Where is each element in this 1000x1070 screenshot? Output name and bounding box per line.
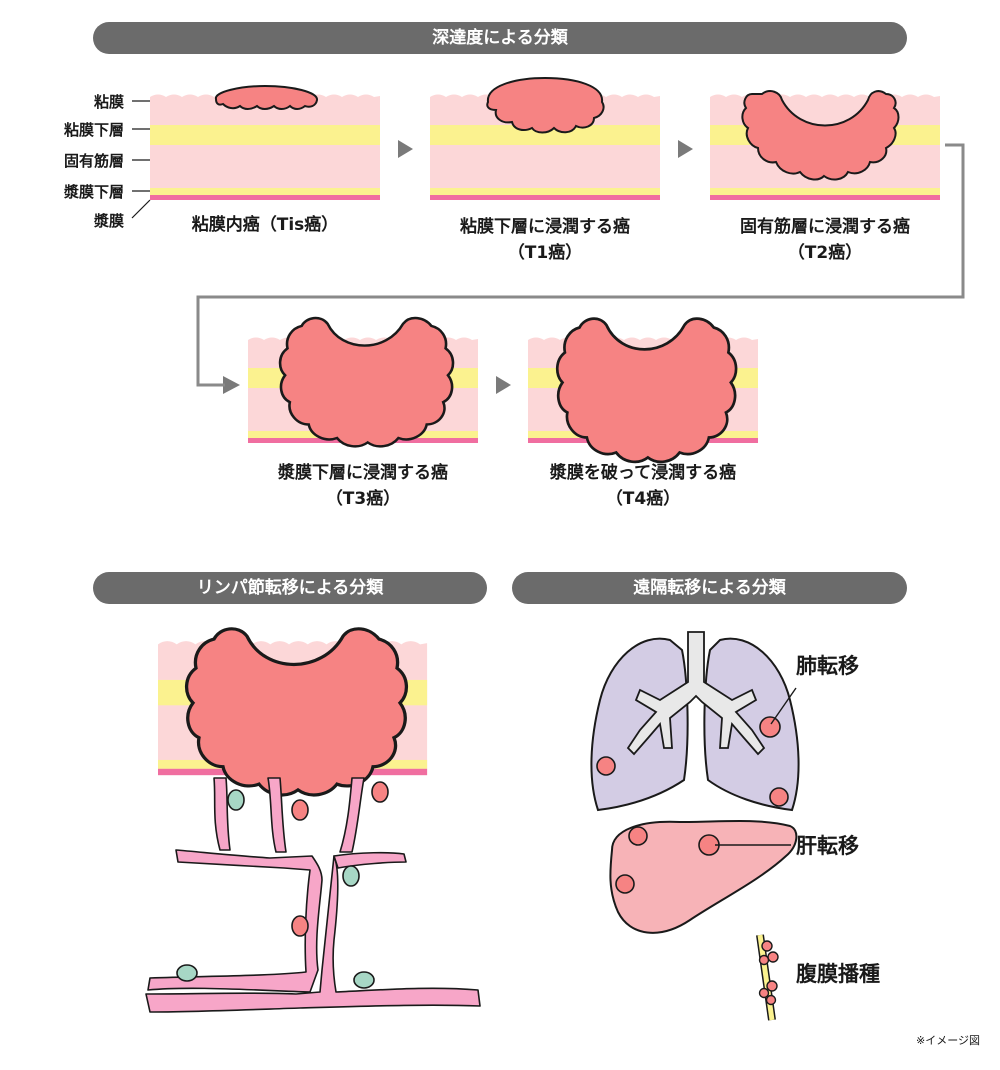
lung-metastasis-3 — [769, 787, 789, 807]
lymph-node-1 — [227, 789, 245, 811]
liver-metastasis-3 — [615, 874, 635, 894]
stage-t1-diagram — [430, 76, 660, 200]
lymph-node-6 — [176, 964, 198, 982]
arrow-tis-to-t1 — [398, 140, 413, 158]
lymph-node-7 — [353, 971, 375, 989]
stage-t3-caption: 漿膜下層に浸潤する癌 （T3癌） — [238, 460, 488, 512]
stage-t3-line2: （T3癌） — [325, 489, 401, 509]
layer-label-submucosa: 粘膜下層 — [63, 121, 124, 139]
lung-metastasis-1 — [759, 716, 781, 738]
lymph-node-3 — [371, 781, 389, 803]
lung-metastasis-label: 肺転移 — [796, 654, 859, 678]
arrow-t1-to-t2 — [678, 140, 693, 158]
right-lung — [703, 637, 800, 812]
layer-label-mucosa: 粘膜 — [93, 93, 124, 111]
lymph-diagram — [145, 627, 481, 1013]
distant-diagram — [590, 631, 800, 1021]
arrow-t3-to-t4 — [496, 376, 511, 394]
connector-t2-to-t3 — [196, 143, 965, 387]
layer-label-muscularis: 固有筋層 — [63, 152, 124, 170]
stage-t1-line2: （T1癌） — [507, 243, 583, 263]
lymph-node-5 — [291, 915, 309, 937]
stage-tis-caption: 粘膜内癌（Tis癌） — [150, 212, 380, 238]
distant-classification-header: 遠隔転移による分類 — [512, 572, 907, 604]
layer-leader-lines — [131, 100, 151, 219]
lymph-node-2 — [291, 799, 309, 821]
stage-t1-caption: 粘膜下層に浸潤する癌 （T1癌） — [420, 214, 670, 266]
arrow-t2-to-t3 — [223, 376, 240, 394]
stage-t3-diagram — [248, 316, 478, 448]
stage-t2-line1: 固有筋層に浸潤する癌 — [740, 217, 910, 237]
image-note: ※イメージ図 — [916, 1034, 980, 1047]
stage-t4-line1: 漿膜を破って浸潤する癌 — [549, 463, 737, 483]
stage-tis-diagram — [150, 84, 380, 200]
liver — [609, 820, 798, 934]
stage-t4-diagram — [528, 317, 758, 464]
liver-metastasis-1 — [628, 826, 648, 846]
stage-tis-line1: 粘膜内癌（Tis癌） — [191, 215, 339, 235]
stage-t3-line1: 漿膜下層に浸潤する癌 — [278, 463, 448, 483]
stage-t4-line2: （T4癌） — [605, 489, 681, 509]
stage-t2-line2: （T2癌） — [787, 243, 863, 263]
lymph-classification-header: リンパ節転移による分類 — [93, 572, 487, 604]
left-lung — [590, 637, 689, 812]
lymph-node-4 — [342, 865, 360, 887]
lung-metastasis-2 — [596, 756, 616, 776]
trachea-bronchi — [626, 631, 766, 756]
layer-label-subserosa: 漿膜下層 — [63, 183, 124, 201]
liver-metastasis-label: 肝転移 — [796, 834, 859, 858]
peritoneal-dissemination-label: 腹膜播種 — [796, 962, 880, 986]
stage-t2-caption: 固有筋層に浸潤する癌 （T2癌） — [700, 214, 950, 266]
stage-t4-caption: 漿膜を破って浸潤する癌 （T4癌） — [508, 460, 778, 512]
stage-t2-diagram — [710, 90, 940, 200]
layer-label-serosa: 漿膜 — [93, 212, 124, 230]
depth-classification-header: 深達度による分類 — [93, 22, 907, 54]
stage-t1-line1: 粘膜下層に浸潤する癌 — [460, 217, 630, 237]
progression-arrows — [223, 140, 693, 394]
